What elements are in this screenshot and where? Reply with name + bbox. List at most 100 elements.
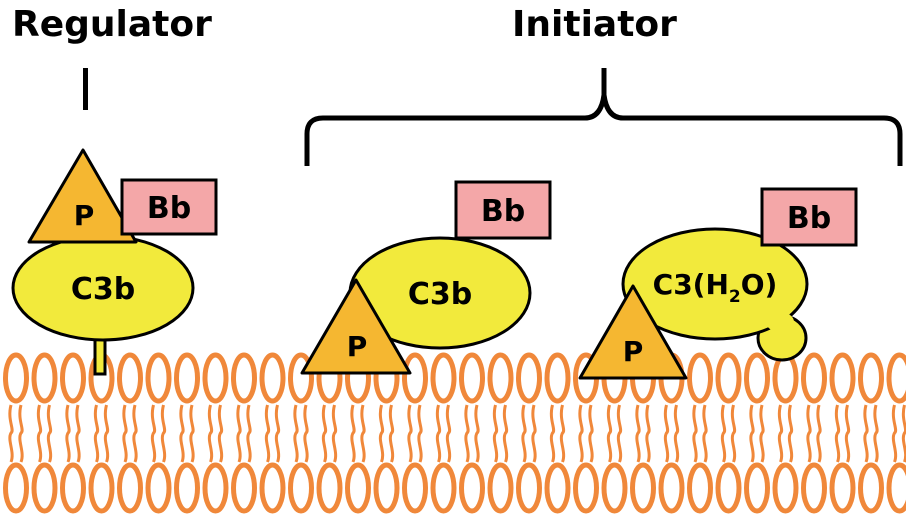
lipid-tail [378,404,385,463]
lipid-tail [303,404,309,463]
initiator-c3h2o-properdin [578,284,688,380]
inner-lipid-head [744,462,770,514]
lipid-tail [407,404,413,463]
lipid-tail [663,404,670,463]
inner-lipid-head [772,462,799,514]
lipid-tail [816,404,822,463]
c3h2o-tail-cover [766,312,794,332]
lipid-tail [474,404,480,463]
regulator-c3b-label: C3b [71,272,135,307]
lipid-tail [559,404,566,463]
initiator-c3b-bb-label: Bb [481,194,525,229]
lipid-tail [806,404,812,463]
inner-lipid-head [829,462,856,514]
outer-lipid-head [3,352,29,404]
lipid-tail [236,404,242,463]
regulator-pointer-line [83,68,88,110]
outer-lipid-head [744,352,770,404]
inner-lipid-head [402,462,428,514]
initiator-c3h2o-bb [760,187,858,247]
lipid-tail [863,404,869,463]
lipid-tail [521,404,527,463]
lipid-tail [844,404,851,463]
inner-lipid-head [316,462,343,514]
lipid-tail [93,404,100,463]
inner-lipid-head [3,462,29,514]
lipid-tail [673,404,680,463]
outer-lipid-head [858,352,884,404]
lipid-tail [901,404,906,463]
inner-lipid-head [715,462,742,514]
lipid-bilayer-membrane [3,352,906,514]
outer-lipid-head [687,352,713,404]
inner-lipid-head [801,462,827,514]
inner-lipid-head [31,462,58,514]
initiator-c3b-properdin-label: P [347,330,368,363]
regulator-header: Regulator [12,4,212,45]
outer-lipid-head [402,352,428,404]
inner-lipid-head [459,462,485,514]
initiator-c3b-complex: C3b Bb P [300,180,552,375]
lipid-tail [321,404,328,463]
lipid-tail [179,404,185,463]
lipid-tail [103,404,110,463]
inner-lipid-head [687,462,713,514]
lipid-tail [75,404,81,463]
lipid-tail [36,404,43,463]
lipid-tail [189,404,195,463]
lipid-tail [834,404,841,463]
lipid-tail [293,404,299,463]
lipid-tail [18,404,24,463]
lipid-tail [531,404,537,463]
outer-lipid-head [60,352,86,404]
outer-lipid-head [459,352,485,404]
inner-lipid-head [601,462,628,514]
outer-lipid-head [117,352,143,404]
initiator-c3h2o-bb-label: Bb [787,201,831,236]
inner-lipid-head [573,462,599,514]
lipid-tail [150,404,157,463]
lipid-tail [274,404,281,463]
lipid-tail [891,404,898,463]
lipid-tail [635,404,641,463]
initiator-c3h2o-complex: C3(H2O) Bb P [578,187,858,380]
lipid-tail [360,404,366,463]
lipid-tail [8,404,14,463]
inner-lipid-head [544,462,571,514]
lipid-tail [749,404,755,463]
outer-lipid-head [516,352,542,404]
regulator-bb [120,178,218,236]
c3h2o-subscript: 2 [729,287,741,307]
outer-lipid-head [231,352,257,404]
lipid-tail [578,404,584,463]
initiator-c3h2o [621,227,809,341]
lipid-tail [207,404,214,463]
lipid-tail [445,404,452,463]
inner-lipid-head [345,462,371,514]
inner-lipid-head [231,462,257,514]
regulator-anchor-stem [93,336,107,376]
initiator-header: Initiator [512,4,677,45]
lipid-tail [246,404,252,463]
inner-lipid-head [516,462,542,514]
outer-lipid-head [829,352,856,404]
lipid-tail [435,404,442,463]
inner-lipid-head [373,462,400,514]
lipid-tail [645,404,651,463]
lipid-tail [502,404,509,463]
inner-lipid-head [288,462,314,514]
outer-lipid-head [544,352,571,404]
inner-lipid-head [430,462,457,514]
outer-lipid-head [145,352,172,404]
inner-lipid-head [145,462,172,514]
inner-lipid-head [60,462,86,514]
initiator-c3b-properdin [300,278,412,375]
lipid-tail [464,404,470,463]
lipid-tail [720,404,727,463]
outer-lipid-head [430,352,457,404]
lipid-tail [417,404,423,463]
inner-lipid-head [487,462,514,514]
inner-lipid-head [259,462,286,514]
lipid-tail [46,404,53,463]
lipid-tail [777,404,784,463]
